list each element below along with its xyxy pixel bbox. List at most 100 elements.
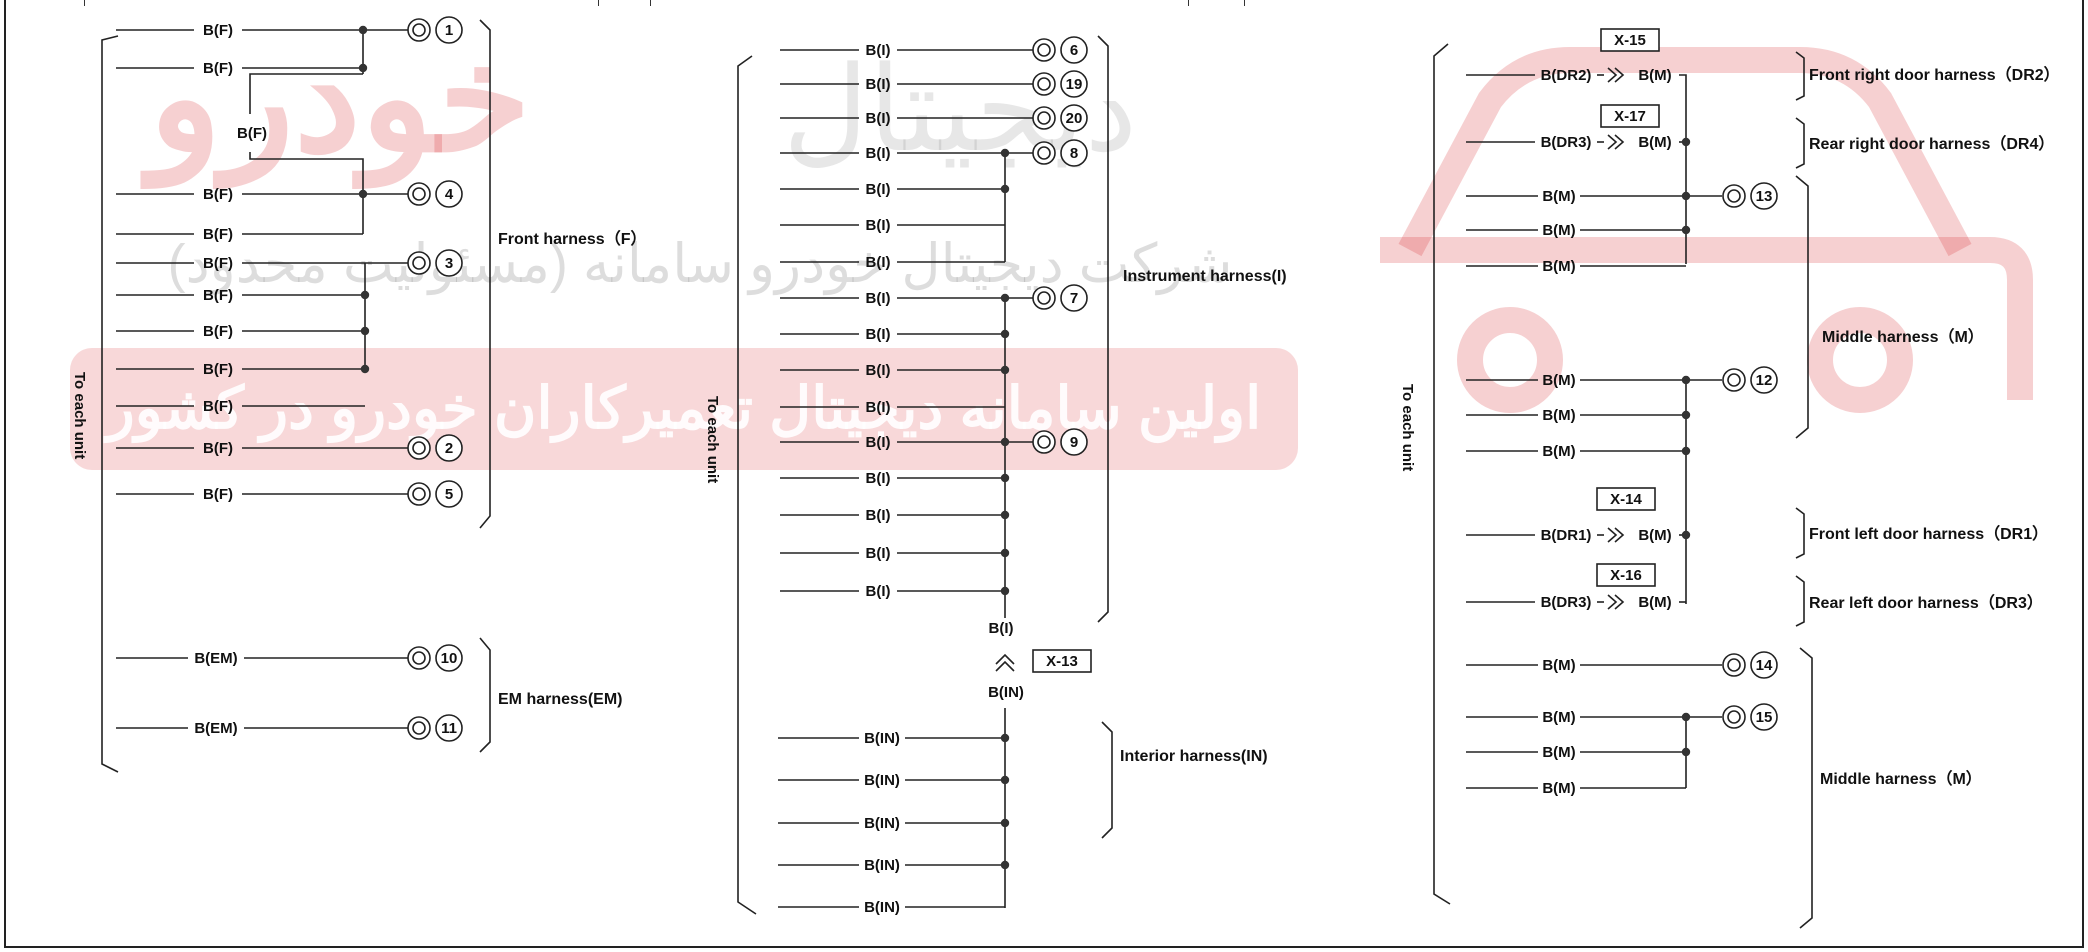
to-each-unit-right: To each unit (1399, 384, 1416, 471)
wire-label-i-28: B(I) (866, 507, 891, 524)
connectors: X-13X-15X-17X-14X-16 (1032, 28, 1660, 673)
junction-dot (1681, 712, 1691, 722)
bracket-left-unit (101, 35, 119, 773)
wire-label-f-7: B(F) (203, 287, 233, 304)
wire-label-m-x17: B(M) (1638, 134, 1671, 151)
junction-dot (358, 25, 368, 35)
ground-number: 13 (1756, 188, 1773, 205)
ground-number: 15 (1756, 709, 1773, 726)
ground-point-g8: 8 (1032, 139, 1088, 167)
ground-number-circle (1750, 366, 1778, 394)
ground-terminal-outer (407, 251, 431, 275)
junction-dot (1681, 137, 1691, 147)
junction-dot (1000, 329, 1010, 339)
ground-terminal-inner (412, 487, 426, 501)
connector-chevron (1607, 67, 1618, 83)
ground-terminal-outer (407, 436, 431, 460)
wire-label-i-26: B(I) (866, 434, 891, 451)
wire-jog (249, 73, 363, 114)
middle-harness-label-2: Middle harness（M） (1820, 770, 1982, 788)
ground-terminal-inner (1037, 111, 1051, 125)
wire-label-em-14: B(EM) (194, 720, 237, 737)
ground-number-circle (435, 180, 463, 208)
ground-terminal-outer (1032, 38, 1056, 62)
ground-terminal-inner (412, 721, 426, 735)
wire-label-em-13: B(EM) (194, 650, 237, 667)
ground-terminal-outer (1032, 430, 1056, 454)
ground-number-circle (1750, 182, 1778, 210)
ground-number: 19 (1066, 76, 1083, 93)
bracket-rear-right-door (1795, 117, 1805, 169)
ground-terminal-outer (407, 646, 431, 670)
junction-dot (1000, 365, 1010, 375)
wire-label-bi-x13: B(I) (989, 620, 1014, 637)
ground-number-circle (1060, 70, 1088, 98)
wire-label-i-23: B(I) (866, 326, 891, 343)
connector-box (1032, 649, 1092, 673)
junction-dot (360, 364, 370, 374)
ground-terminal-inner (1037, 435, 1051, 449)
ground-number-circle (435, 434, 463, 462)
connector-x15: X-15 (1600, 28, 1660, 52)
front-right-door-label: Front right door harness（DR2） (1809, 66, 2060, 84)
wire-label-i-21: B(I) (866, 254, 891, 271)
ground-number-circle (1750, 703, 1778, 731)
ground-terminal-outer (1722, 653, 1746, 677)
wire-label-i-25: B(I) (866, 399, 891, 416)
ground-terminal-inner (412, 256, 426, 270)
connector-chevron (1614, 67, 1625, 83)
ground-number: 4 (445, 186, 454, 203)
ground-number-circle (435, 714, 463, 742)
junction-dot (1681, 747, 1691, 757)
ground-terminal-outer (407, 18, 431, 42)
ground-number-circle (1060, 139, 1088, 167)
ground-point-g1: 1 (407, 16, 463, 44)
connector-chevron (1614, 594, 1625, 610)
wire-label-bin-x13: B(IN) (988, 684, 1024, 701)
ground-point-g6: 6 (1032, 36, 1088, 64)
ground-point-g5: 5 (407, 480, 463, 508)
junction-dot (1681, 410, 1691, 420)
ground-point-g20: 20 (1032, 104, 1088, 132)
wire-bus (1679, 74, 1687, 264)
em-harness-label: EM harness(EM) (498, 691, 622, 708)
ground-terminal-outer (407, 482, 431, 506)
to-each-unit-middle: To each unit (704, 396, 721, 483)
ground-number: 9 (1070, 434, 1078, 451)
wire-label-i-18: B(I) (866, 145, 891, 162)
connector-chevron (1607, 594, 1618, 610)
ground-terminal-inner (412, 187, 426, 201)
connector-x17: X-17 (1600, 104, 1660, 128)
rear-right-door-label: Rear right door harness（DR4） (1809, 135, 2054, 153)
ground-number: 5 (445, 486, 453, 503)
wire-label-f-12: B(F) (203, 486, 233, 503)
junction-dot (1000, 473, 1010, 483)
wire-label-dr2-36: B(DR2) (1541, 67, 1592, 84)
wire-label-i-17: B(I) (866, 110, 891, 127)
wire-label-in-35: B(IN) (864, 899, 900, 916)
junction-dot (1000, 586, 1010, 596)
wire-label-f-4: B(F) (203, 226, 233, 243)
ground-terminal-outer (407, 716, 431, 740)
bracket-middle-harness-2 (1799, 647, 1813, 929)
junction-dot (1000, 548, 1010, 558)
ground-point-g12: 12 (1722, 366, 1778, 394)
ground-number: 1 (445, 22, 453, 39)
ground-terminal-outer (1032, 286, 1056, 310)
ground-point-g19: 19 (1032, 70, 1088, 98)
wire-label-dr1-46: B(DR1) (1541, 527, 1592, 544)
ground-point-g7: 7 (1032, 284, 1088, 312)
connector-name: X-17 (1614, 108, 1646, 125)
junction-dot (1000, 293, 1010, 303)
connector-chevron (995, 653, 1015, 665)
wire-label-f-9: B(F) (203, 361, 233, 378)
wire-label-dr3-38: B(DR3) (1541, 134, 1592, 151)
ground-number-circle (1750, 651, 1778, 679)
wire-label-m-45: B(M) (1542, 443, 1575, 460)
wire-label-in-31: B(IN) (864, 730, 900, 747)
junction-dot (1000, 818, 1010, 828)
ground-terminal-outer (1722, 184, 1746, 208)
bracket-mid-unit (737, 55, 757, 915)
junction-dot (1000, 184, 1010, 194)
labels: To each unit To each unit To each unit F… (71, 22, 2060, 916)
